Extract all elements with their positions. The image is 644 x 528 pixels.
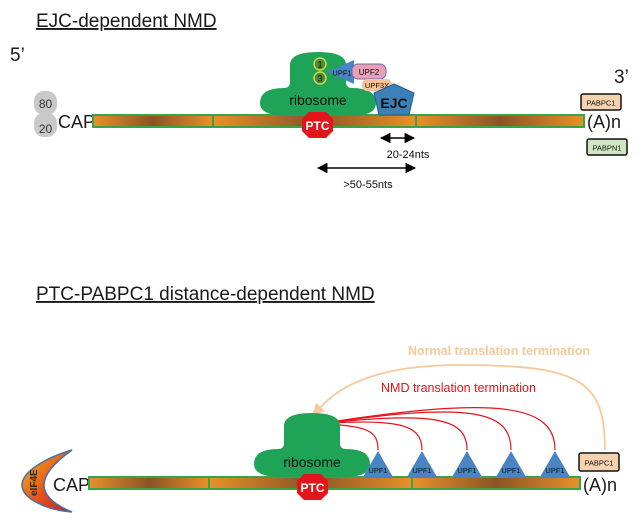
pabpc1-label-2: PABPC1 <box>584 459 613 468</box>
upf1-triangle-2 <box>407 451 437 477</box>
exon-3-2 <box>411 476 581 490</box>
ejc: EJC <box>373 83 415 116</box>
cap-label-2: CAP <box>53 475 90 495</box>
upf3x-label: UPF3X <box>365 81 389 90</box>
upf1-label-3: UPF1 <box>457 466 476 475</box>
upf1-triangle-4 <box>496 451 526 477</box>
ptc-label-2: PTC <box>301 481 325 495</box>
distance-short-label: 20-24nts <box>387 149 430 161</box>
three-prime-label: 3’ <box>614 67 629 88</box>
nmd-arrow-5 <box>317 407 556 451</box>
pabpn1-box <box>586 138 628 156</box>
upf1-triangle-3 <box>452 451 482 477</box>
erf1-label: 1 <box>317 60 322 70</box>
ejc-label: EJC <box>380 95 407 111</box>
release-factors: 1 3 <box>313 57 327 85</box>
cbc-20-subunit <box>34 113 57 137</box>
nmd-arrow-3 <box>317 417 468 451</box>
pabpc1-box <box>580 93 622 111</box>
normal-termination-arrow <box>319 364 606 451</box>
erf3-circle <box>313 71 327 85</box>
eif4e-crescent <box>21 449 73 513</box>
pabpc1-box-2 <box>578 452 620 472</box>
pabpn1-label: PABPN1 <box>592 144 621 153</box>
cbc-80-label: 80 <box>39 97 53 111</box>
poly-a-tail-2: (A)n <box>583 475 617 495</box>
eif4e: eIF4E <box>21 449 73 513</box>
ptc-stop-sign: PTC <box>302 112 333 138</box>
erf1-circle <box>313 57 327 71</box>
poly-a-tail: (A)n <box>587 112 621 132</box>
upf1-triangle-1 <box>363 451 393 477</box>
five-prime-label: 5’ <box>10 45 25 66</box>
upf1-label-5: UPF1 <box>545 466 564 475</box>
cbc-20-label: 20 <box>39 122 53 136</box>
cap-label: CAP <box>58 112 95 132</box>
nmd-arrow-4 <box>317 411 512 451</box>
ribosome-label: ribosome <box>289 92 347 108</box>
ejc-pentagon <box>373 83 415 116</box>
upf1-row: UPF1 UPF1 UPF1 UPF1 UPF1 <box>363 451 570 477</box>
exon-1 <box>92 114 214 128</box>
pabpc1-label: PABPC1 <box>586 99 615 108</box>
upf2-label: UPF2 <box>359 68 380 77</box>
distance-long-label: >50-55nts <box>343 179 393 191</box>
nmd-arrows <box>309 407 556 451</box>
ribosome-label-2: ribosome <box>283 454 341 470</box>
exon-1-2 <box>88 476 210 490</box>
eif4e-label: eIF4E <box>29 469 40 496</box>
normal-termination-arrowhead <box>312 403 325 416</box>
upf1-label-1: UPF1 <box>368 466 387 475</box>
normal-termination-label: Normal translation termination <box>408 344 590 358</box>
erf3-label: 3 <box>317 74 322 84</box>
cbc-80-subunit <box>34 91 57 115</box>
ptc-stop-sign-2: PTC <box>297 474 328 500</box>
upf1-triangle-5 <box>540 451 570 477</box>
panel2-title: PTC-PABPC1 distance-dependent NMD <box>36 284 375 305</box>
upf1-label-4: UPF1 <box>501 466 520 475</box>
ribosome-2: ribosome <box>254 413 370 477</box>
cap-binding-complex: 80 20 <box>34 91 57 137</box>
panel1-title: EJC-dependent NMD <box>36 11 217 32</box>
upf1-label: UPF1 <box>332 69 351 78</box>
mrna-strand <box>92 114 585 128</box>
upf1-shape <box>327 60 354 84</box>
ptc-label: PTC <box>306 119 330 133</box>
mrna-strand-2 <box>88 476 581 490</box>
exon-3 <box>415 114 585 128</box>
upf1-label-2: UPF1 <box>412 466 431 475</box>
nmd-termination-label: NMD translation termination <box>381 381 536 395</box>
nmd-arrow-2 <box>317 421 423 451</box>
